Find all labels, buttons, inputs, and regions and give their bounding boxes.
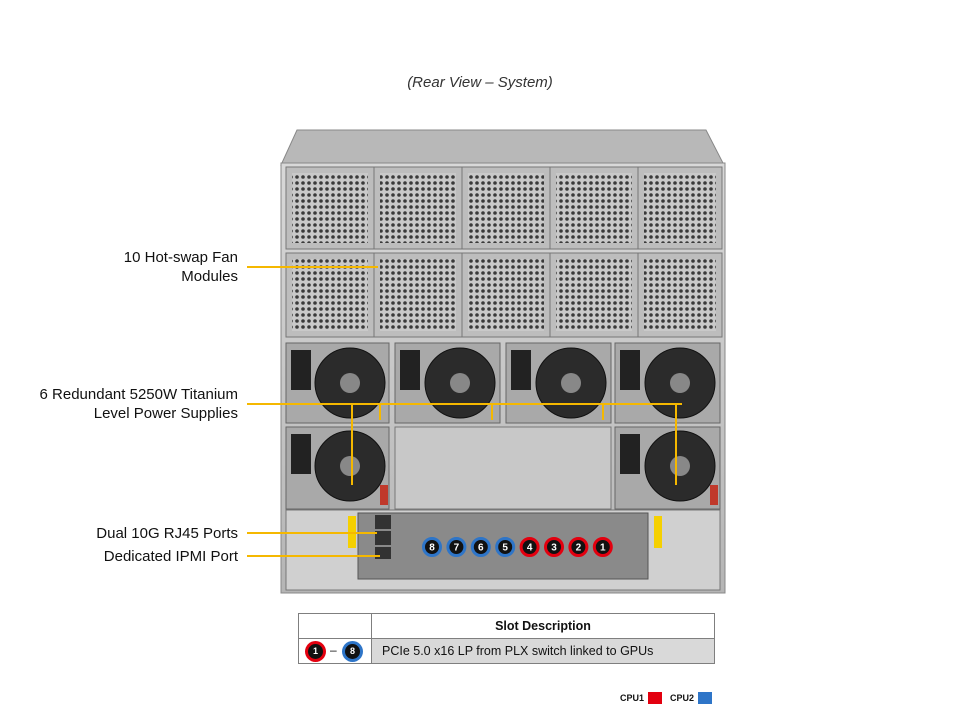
psu-callout: 6 Redundant 5250W Titanium Level Power S… (40, 385, 238, 423)
pcie-slot-badge (568, 537, 589, 557)
fans-callout-line1: 10 Hot-swap Fan (123, 249, 238, 266)
legend-cpu1-swatch (648, 692, 663, 704)
rj45-port-2 (375, 531, 391, 545)
pcie-slot-badge (519, 537, 540, 557)
pcie-slot-number: 4 (527, 543, 533, 554)
slot-range-start: 1 (308, 644, 323, 659)
psu-callout-line1: 6 Redundant 5250W Titanium (39, 386, 238, 403)
slot-range-end: 8 (345, 644, 360, 659)
psu-callout-line2: Level Power Supplies (93, 405, 238, 422)
pcie-slot-number: 7 (454, 543, 460, 554)
rj45-callout: Dual 10G RJ45 Ports (96, 525, 238, 542)
table-header-row: Slot Description (298, 613, 715, 639)
power-supplies (285, 342, 721, 510)
fans-callout: 10 Hot-swap Fan Modules (124, 248, 238, 286)
table-header: Slot Description (371, 613, 715, 639)
fans-callout-line2: Modules (181, 268, 238, 285)
pcie-slot-number: 6 (478, 543, 484, 554)
pcie-slot-number: 1 (600, 543, 606, 554)
slot-description: PCIe 5.0 x16 LP from PLX switch linked t… (371, 638, 715, 664)
slot-range-dash: – (330, 643, 337, 657)
ipmi-callout: Dedicated IPMI Port (103, 548, 238, 565)
slot-description-table: Slot Description 1 – 8 PCIe 5.0 x16 LP f… (298, 613, 715, 664)
ipmi-port (375, 547, 391, 559)
pcie-slot-number: 8 (429, 543, 435, 554)
pcie-slot-badges: 8 7 6 5 4 3 2 1 (422, 537, 613, 557)
pcie-slot-badge (592, 537, 613, 557)
pcie-slot-badge (446, 537, 467, 557)
pcie-slot-badge (470, 537, 491, 557)
pcie-slot-number: 3 (551, 543, 557, 554)
pcie-slot-badge (544, 537, 564, 557)
rj45-port-1 (375, 515, 391, 529)
pcie-slot-number: 2 (576, 543, 582, 554)
legend-cpu2-swatch (698, 692, 713, 704)
chassis-top (280, 129, 725, 166)
fan-modules-top-row (285, 166, 723, 250)
callout-lines (247, 266, 682, 557)
legend-cpu2-label: CPU2 (670, 693, 695, 703)
slot-range-cell: 1 – 8 (298, 638, 372, 664)
pcie-slot-number: 5 (502, 543, 508, 554)
table-row: 1 – 8 PCIe 5.0 x16 LP from PLX switch li… (298, 638, 715, 664)
cpu-legend: CPU1 CPU2 (620, 692, 720, 704)
pcie-slot-badge (495, 537, 516, 557)
diagram-title: (Rear View – System) (407, 74, 553, 91)
fan-modules-bottom-row (285, 252, 723, 338)
pcie-slot-badge (422, 537, 442, 557)
legend-cpu1-label: CPU1 (620, 693, 645, 703)
